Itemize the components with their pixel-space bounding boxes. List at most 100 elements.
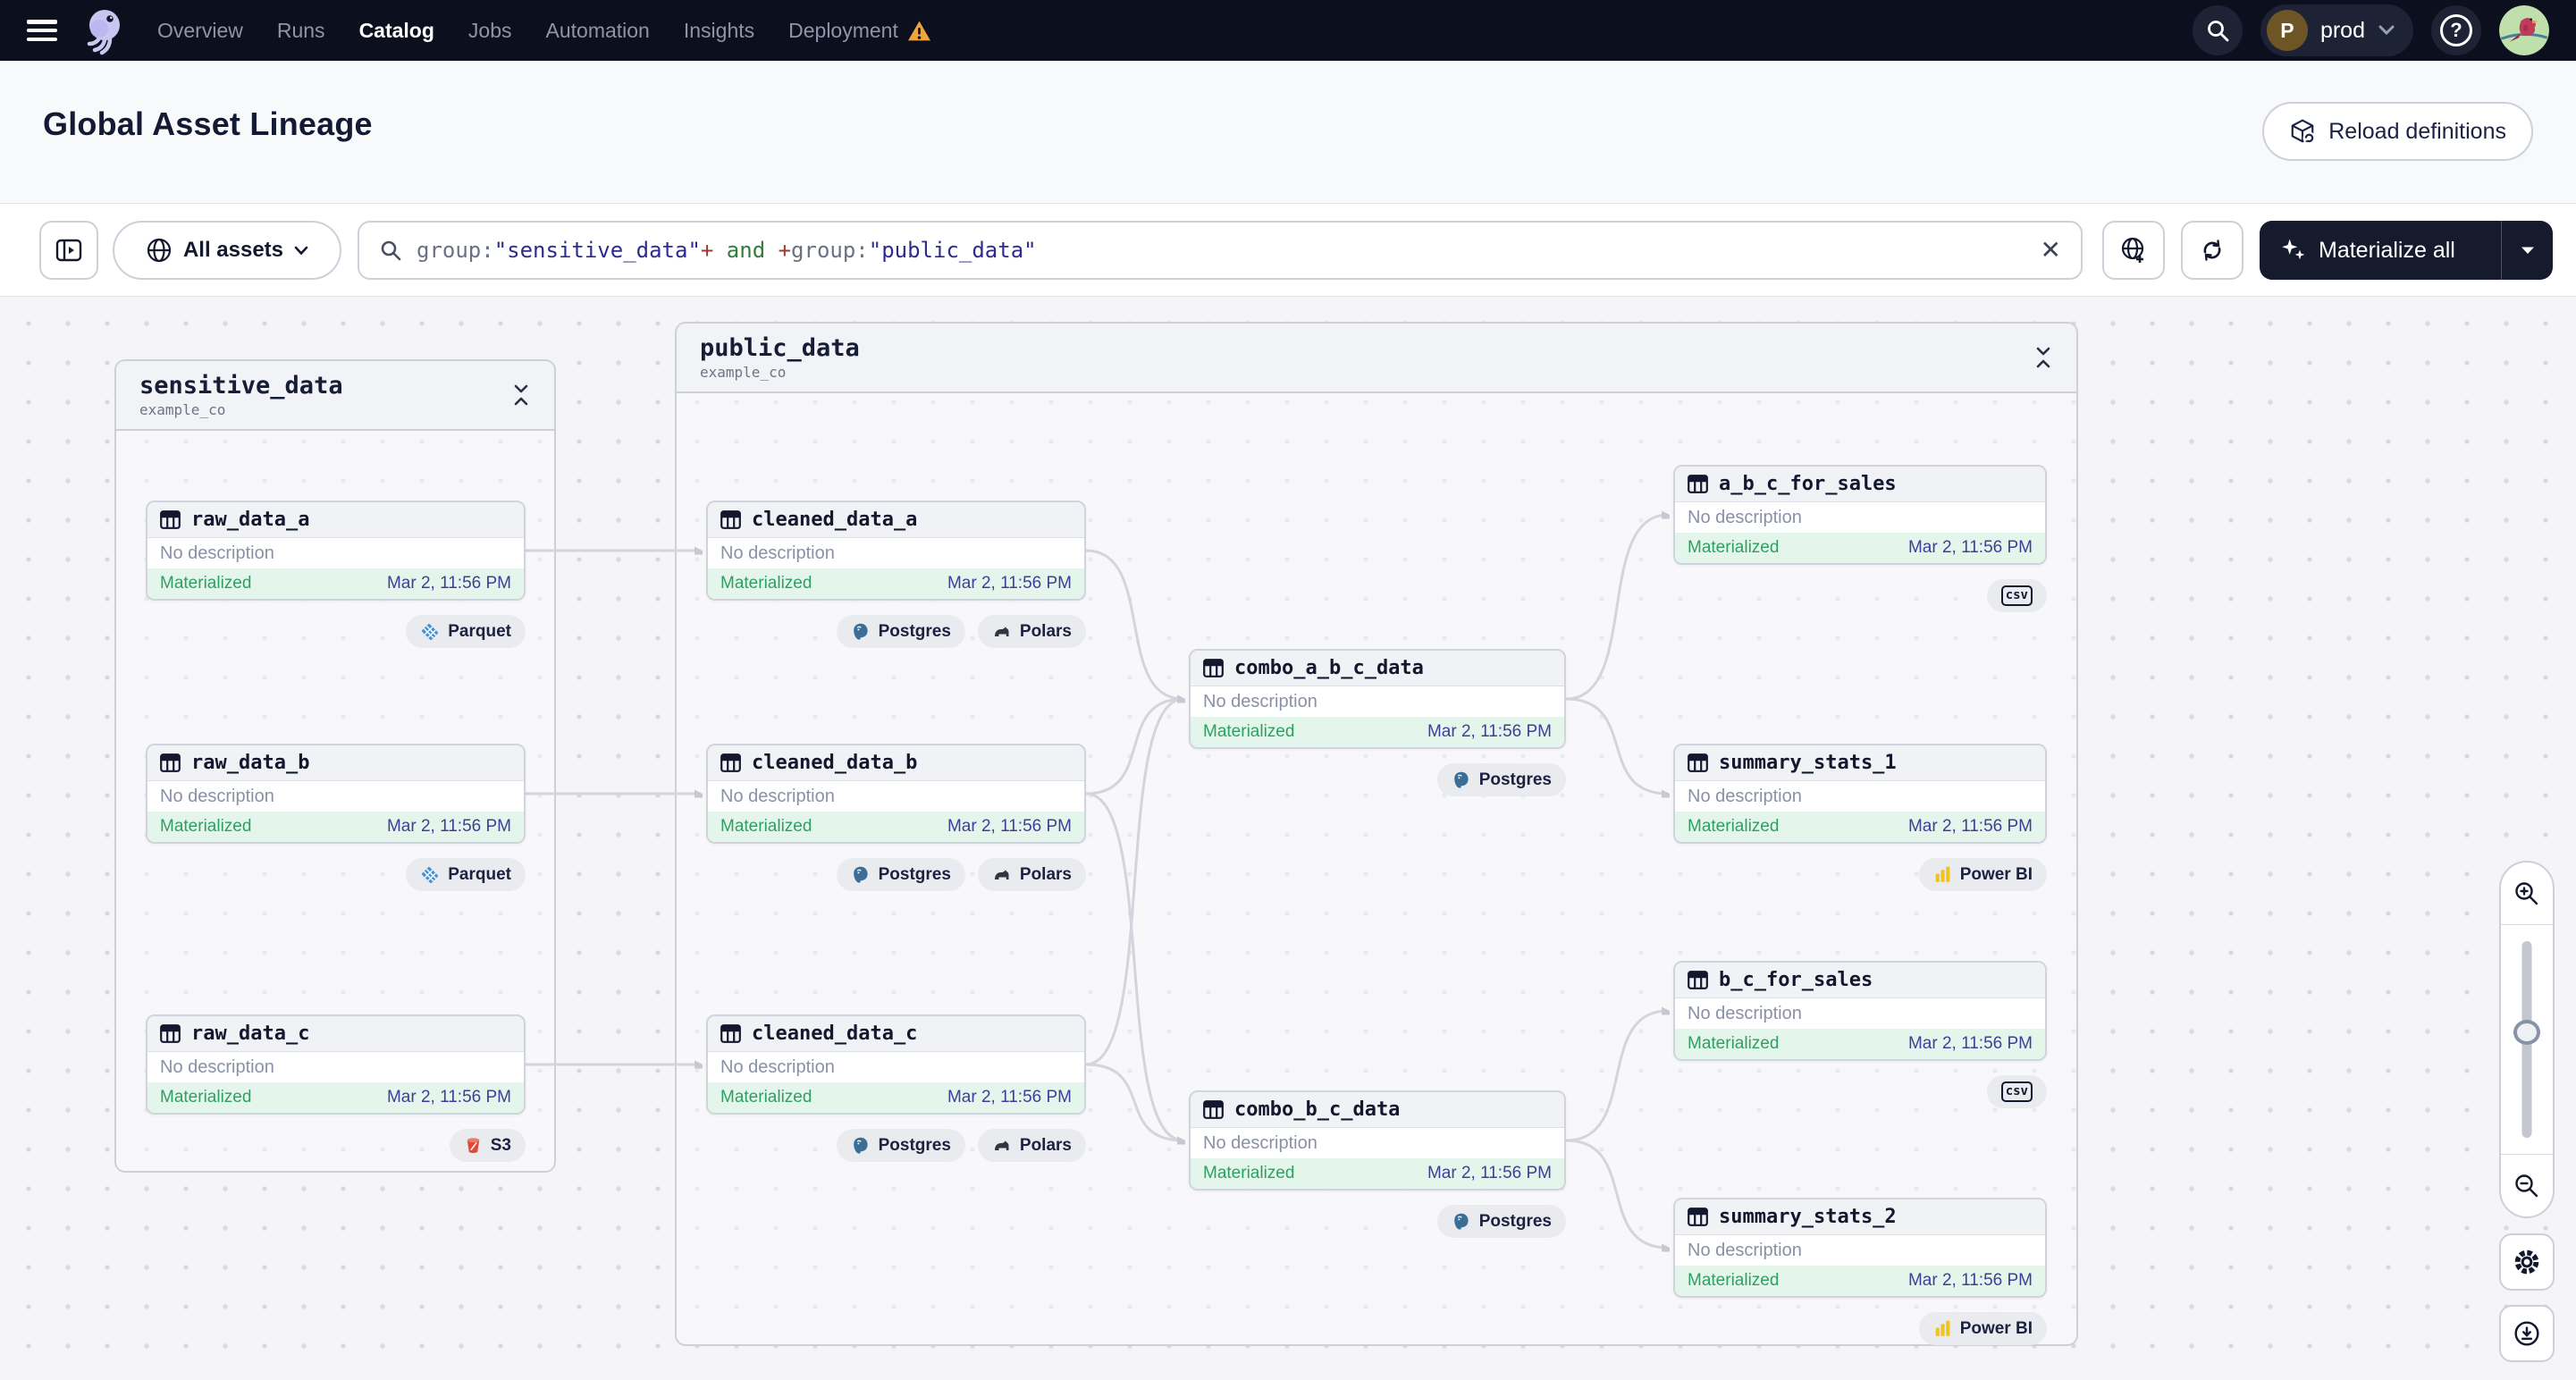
asset-status-row: Materialized Mar 2, 11:56 PM bbox=[708, 812, 1084, 842]
asset-node-combo_b_c_data[interactable]: combo_b_c_data No description Materializ… bbox=[1189, 1090, 1566, 1191]
asset-status-row: Materialized Mar 2, 11:56 PM bbox=[1191, 1158, 1564, 1189]
asset-node-combo_a_b_c_data[interactable]: combo_a_b_c_data No description Material… bbox=[1189, 649, 1566, 749]
asset-node-header: summary_stats_2 bbox=[1675, 1199, 2045, 1235]
postgres-icon bbox=[853, 623, 868, 640]
asset-node-header: summary_stats_1 bbox=[1675, 745, 2045, 781]
asset-node-b_c_for_sales[interactable]: b_c_for_sales No description Materialize… bbox=[1673, 961, 2047, 1061]
materialized-status: Materialized bbox=[160, 817, 252, 836]
zoom-out-button[interactable] bbox=[2501, 1154, 2553, 1216]
materialized-status: Materialized bbox=[160, 574, 252, 593]
zoom-in-button[interactable] bbox=[2501, 862, 2553, 925]
help-icon[interactable]: ? bbox=[2431, 5, 2481, 55]
dagster-logo-icon[interactable] bbox=[80, 5, 127, 55]
clear-search-icon[interactable]: ✕ bbox=[2040, 236, 2061, 264]
asset-description: No description bbox=[720, 1056, 835, 1077]
asset-name: combo_b_c_data bbox=[1234, 1098, 1401, 1121]
lineage-graph-canvas[interactable]: sensitive_data example_co public_data ex… bbox=[0, 297, 2576, 1380]
kind-tags-combo_b_c_data: Postgres bbox=[1189, 1205, 1566, 1238]
new-scope-button[interactable] bbox=[2102, 221, 2165, 280]
materialized-status: Materialized bbox=[1688, 817, 1780, 836]
asset-node-header: a_b_c_for_sales bbox=[1675, 467, 2045, 502]
asset-search-input[interactable]: group:"sensitive_data"+ and +group:"publ… bbox=[358, 221, 2083, 280]
kind-tag-csv: csv bbox=[1986, 1075, 2047, 1108]
materialize-options-button[interactable] bbox=[2501, 221, 2553, 280]
asset-node-header: cleaned_data_c bbox=[708, 1016, 1084, 1052]
graph-settings-button[interactable] bbox=[2499, 1233, 2555, 1291]
asset-node-header: raw_data_b bbox=[147, 745, 524, 781]
asset-node-cleaned_data_c[interactable]: cleaned_data_c No description Materializ… bbox=[706, 1014, 1086, 1115]
zoom-slider[interactable] bbox=[2501, 925, 2553, 1154]
kind-tag-csv: csv bbox=[1986, 579, 2047, 612]
postgres-icon bbox=[853, 1137, 868, 1154]
asset-node-summary_stats_2[interactable]: summary_stats_2 No description Materiali… bbox=[1673, 1198, 2047, 1298]
asset-description: No description bbox=[1688, 1003, 1802, 1023]
table-icon bbox=[1203, 1100, 1224, 1119]
nav-item-automation[interactable]: Automation bbox=[545, 18, 650, 42]
asset-name: raw_data_a bbox=[191, 509, 310, 531]
asset-status-row: Materialized Mar 2, 11:56 PM bbox=[147, 812, 524, 842]
refresh-button[interactable] bbox=[2181, 221, 2243, 280]
zoom-slider-thumb[interactable] bbox=[2513, 1020, 2540, 1046]
table-icon bbox=[1203, 659, 1224, 677]
download-image-button[interactable] bbox=[2499, 1305, 2555, 1362]
deployment-switcher[interactable]: P prod bbox=[2260, 4, 2413, 56]
postgres-icon bbox=[1453, 771, 1469, 788]
asset-node-cleaned_data_b[interactable]: cleaned_data_b No description Materializ… bbox=[706, 744, 1086, 844]
nav-items: Overview Runs Catalog Jobs Automation Insight… bbox=[157, 19, 931, 43]
power-bi-icon bbox=[1935, 866, 1950, 882]
materialized-timestamp: Mar 2, 11:56 PM bbox=[947, 574, 1072, 593]
download-icon bbox=[2514, 1321, 2539, 1346]
polars-icon bbox=[994, 1140, 1009, 1150]
materialize-all-button[interactable]: Materialize all bbox=[2260, 221, 2501, 280]
kind-tag-postgres: Postgres bbox=[836, 615, 965, 648]
sparkles-icon bbox=[2282, 239, 2305, 260]
postgres-icon bbox=[853, 866, 868, 883]
asset-scope-label: All assets bbox=[182, 238, 284, 262]
group-header-public_data[interactable]: public_data example_co bbox=[677, 324, 2076, 393]
chevron-down-icon bbox=[294, 246, 308, 255]
materialized-status: Materialized bbox=[1688, 1271, 1780, 1290]
lineage-toolbar: All assets group:"sensitive_data"+ and +… bbox=[0, 204, 2576, 297]
collapse-group-button[interactable] bbox=[2033, 345, 2053, 370]
search-icon[interactable] bbox=[2192, 5, 2243, 55]
nav-item-deployment[interactable]: Deployment bbox=[788, 19, 931, 43]
polars-icon bbox=[994, 627, 1009, 636]
nav-item-runs[interactable]: Runs bbox=[276, 18, 325, 42]
nav-item-overview[interactable]: Overview bbox=[157, 18, 243, 42]
kind-tags-raw_data_c: S3 bbox=[146, 1129, 526, 1162]
refresh-icon bbox=[2203, 240, 2221, 261]
asset-node-a_b_c_for_sales[interactable]: a_b_c_for_sales No description Materiali… bbox=[1673, 465, 2047, 565]
group-header-sensitive_data[interactable]: sensitive_data example_co bbox=[116, 361, 554, 431]
reload-definitions-button[interactable]: Reload definitions bbox=[2262, 102, 2533, 161]
table-icon bbox=[1688, 475, 1708, 493]
asset-node-raw_data_c[interactable]: raw_data_c No description Materialized M… bbox=[146, 1014, 526, 1115]
asset-description: No description bbox=[1688, 507, 1802, 527]
asset-node-raw_data_a[interactable]: raw_data_a No description Materialized M… bbox=[146, 501, 526, 601]
asset-node-header: raw_data_a bbox=[147, 502, 524, 538]
asset-node-summary_stats_1[interactable]: summary_stats_1 No description Materiali… bbox=[1673, 744, 2047, 844]
collapse-group-button[interactable] bbox=[511, 383, 531, 408]
csv-icon: csv bbox=[2000, 1081, 2033, 1102]
asset-node-cleaned_data_a[interactable]: cleaned_data_a No description Materializ… bbox=[706, 501, 1086, 601]
nav-item-jobs[interactable]: Jobs bbox=[467, 18, 512, 42]
asset-name: cleaned_data_b bbox=[752, 752, 918, 774]
asset-scope-filter-button[interactable]: All assets bbox=[113, 221, 341, 280]
kind-tag-parquet: Parquet bbox=[406, 858, 526, 891]
asset-description: No description bbox=[160, 786, 274, 806]
kind-tags-raw_data_b: Parquet bbox=[146, 858, 526, 891]
user-avatar[interactable] bbox=[2499, 5, 2549, 55]
hamburger-menu-icon[interactable] bbox=[27, 20, 57, 41]
asset-name: raw_data_b bbox=[191, 752, 310, 774]
nav-item-insights[interactable]: Insights bbox=[683, 18, 755, 42]
asset-node-raw_data_b[interactable]: raw_data_b No description Materialized M… bbox=[146, 744, 526, 844]
materialize-all-label: Materialize all bbox=[2319, 237, 2455, 263]
asset-status-row: Materialized Mar 2, 11:56 PM bbox=[1191, 717, 1564, 747]
deployment-name: prod bbox=[2319, 17, 2365, 43]
asset-status-row: Materialized Mar 2, 11:56 PM bbox=[708, 568, 1084, 599]
group-repo-label: example_co bbox=[139, 401, 226, 418]
materialized-timestamp: Mar 2, 11:56 PM bbox=[947, 1088, 1072, 1107]
parquet-icon bbox=[422, 623, 439, 640]
nav-item-catalog[interactable]: Catalog bbox=[358, 18, 434, 42]
expand-sidebar-button[interactable] bbox=[39, 221, 98, 280]
materialized-timestamp: Mar 2, 11:56 PM bbox=[1907, 817, 2033, 836]
